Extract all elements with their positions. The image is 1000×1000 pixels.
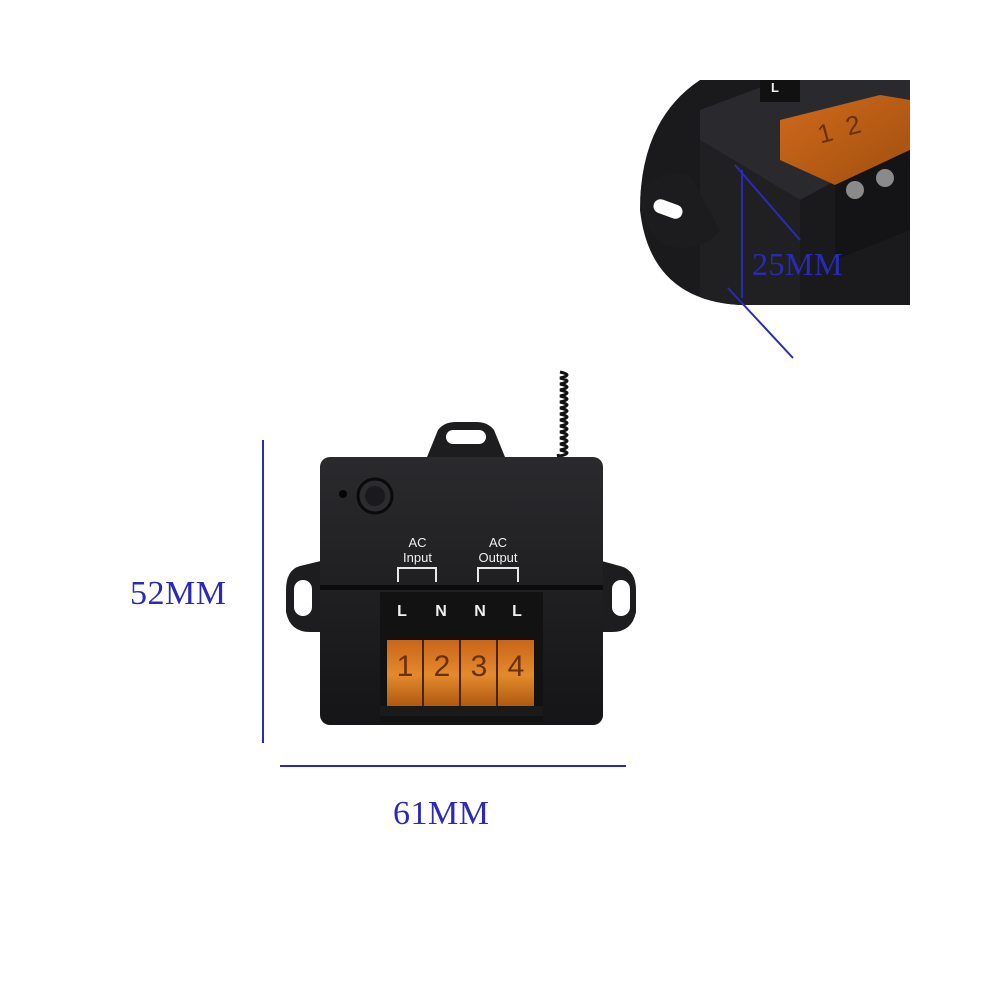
width-dimension-line [280,765,626,767]
terminal-letter-3: N [474,603,486,620]
left-tab-hole [294,580,312,616]
terminal-number-1: 1 [396,650,414,683]
ac-input-line2: Input [403,550,432,565]
width-dimension-label: 61MM [393,795,490,832]
ac-input-label: AC Input [395,535,440,565]
terminal-number-3: 3 [470,650,488,683]
terminal-letter-1: L [397,603,407,620]
terminal-letter-4: L [512,603,522,620]
right-tab-hole [612,580,630,616]
ac-output-line1: AC [488,535,508,550]
status-led [339,490,347,498]
top-tab-hole [446,430,486,444]
ac-output-line2: Output [478,550,518,565]
terminal-letter-2: N [435,603,447,620]
height-dimension-label: 52MM [130,575,227,612]
terminal-number-2: 2 [433,650,451,683]
height-dimension-line [262,440,264,743]
ac-input-line1: AC [408,535,427,550]
depth-dimension-label: 25MM [752,246,843,282]
terminal-number-4: 4 [507,650,525,683]
ac-output-label: AC Output [472,535,524,565]
detail-letter: L [771,80,779,95]
